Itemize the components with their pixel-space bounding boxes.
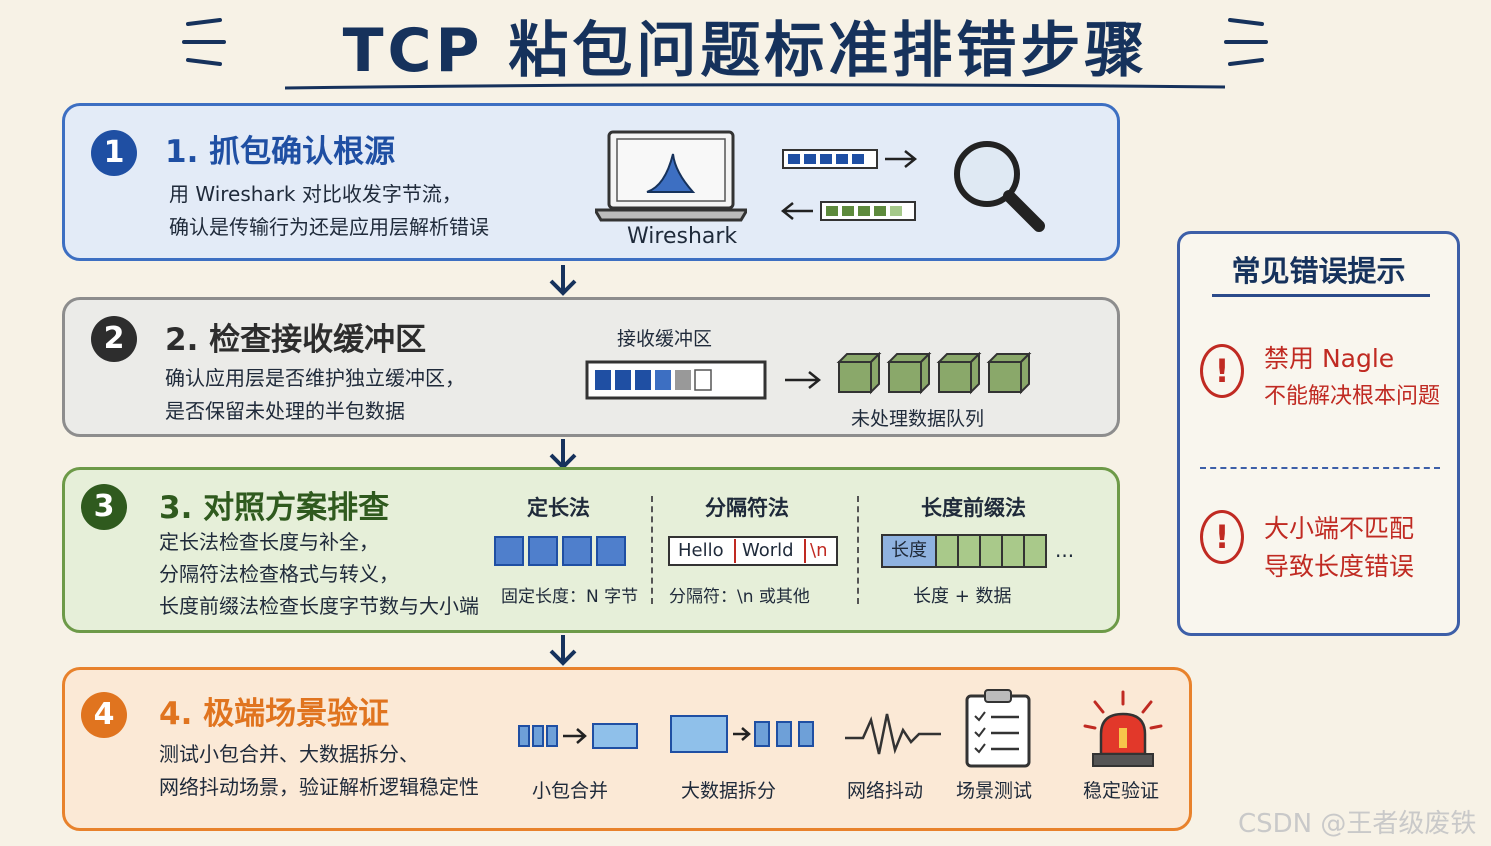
big-data-split-icon	[670, 715, 814, 753]
delimiter-hello: Hello	[678, 540, 724, 561]
delimiter-newline: \n	[810, 540, 828, 561]
fixed-length-caption: 固定长度：N 字节	[501, 587, 639, 607]
jitter-label: 网络抖动	[847, 780, 924, 802]
laptop-shark-icon	[595, 130, 747, 222]
tip-1-line-2: 不能解决根本问题	[1264, 384, 1441, 409]
split-label: 大数据拆分	[681, 780, 777, 802]
tip-2: 大小端不匹配 导致长度错误	[1264, 510, 1414, 586]
alarm-siren-icon	[1083, 690, 1163, 767]
receive-bytes-icon	[780, 201, 916, 221]
title-decoration-left	[182, 18, 226, 66]
tip-2-line-1: 大小端不匹配	[1264, 514, 1415, 543]
error-tips-underline	[1212, 294, 1430, 297]
delimiter-bar-1	[734, 539, 736, 563]
step-3-title: 3. 对照方案排查	[159, 490, 390, 526]
small-packet-merge-icon	[518, 723, 638, 749]
step-4-desc-line-2: 网络抖动场景，验证解析逻辑稳定性	[159, 775, 479, 799]
data-queue-icon	[836, 352, 1032, 395]
step-2-panel: 2 2. 检查接收缓冲区 确认应用层是否维护独立缓冲区， 是否保留未处理的半包数…	[62, 297, 1120, 437]
length-prefix-example: 长度	[881, 534, 1047, 568]
queue-label: 未处理数据队列	[851, 408, 985, 430]
send-bytes-icon	[782, 149, 918, 169]
step-4-desc-line-1: 测试小包合并、大数据拆分、	[159, 742, 419, 766]
delimiter-example: Hello World \n	[668, 536, 838, 566]
title-decoration-right	[1224, 18, 1268, 66]
step-3-panel: 3 3. 对照方案排查 定长法检查长度与补全， 分隔符法检查格式与转义， 长度前…	[62, 467, 1120, 633]
step-4-panel: 4 4. 极端场景验证 测试小包合并、大数据拆分、 网络抖动场景，验证解析逻辑稳…	[62, 667, 1192, 831]
error-tips-panel: 常见错误提示 ! 禁用 Nagle 不能解决根本问题 ! 大小端不匹配 导致长度…	[1177, 231, 1460, 636]
warning-icon: !	[1200, 344, 1244, 398]
step-2-desc: 确认应用层是否维护独立缓冲区， 是否保留未处理的半包数据	[165, 362, 465, 428]
step-1-title: 1. 抓包确认根源	[165, 134, 396, 170]
step-3-desc-line-3: 长度前缀法检查长度字节数与大小端	[159, 594, 479, 618]
title-underline	[285, 83, 1225, 90]
step-1-desc: 用 Wireshark 对比收发字节流， 确认是传输行为还是应用层解析错误	[169, 178, 489, 244]
delimiter-title: 分隔符法	[705, 496, 789, 520]
fixed-length-blocks-icon	[494, 536, 626, 566]
magnifier-icon	[954, 141, 1045, 232]
length-prefix-title: 长度前缀法	[921, 496, 1026, 520]
arrow-down-1	[549, 265, 577, 296]
step-2-desc-line-1: 确认应用层是否维护独立缓冲区，	[165, 366, 465, 390]
step-2-badge: 2	[91, 316, 137, 362]
buffer-label: 接收缓冲区	[617, 328, 713, 350]
sidebar-divider	[1200, 467, 1440, 469]
delimiter-world: World	[742, 540, 794, 561]
length-prefix-cell-2	[979, 536, 981, 566]
length-prefix-cell-3	[1001, 536, 1003, 566]
page-title: TCP 粘包问题标准排错步骤	[342, 16, 1149, 86]
length-prefix-len: 长度	[883, 536, 937, 566]
step-1-desc-line-1: 用 Wireshark 对比收发字节流，	[169, 182, 462, 206]
watermark: CSDN @王者级废铁	[1238, 809, 1477, 839]
network-jitter-icon	[845, 713, 941, 755]
receive-buffer-icon	[585, 360, 767, 400]
step-1-badge: 1	[91, 130, 137, 176]
tip-1-line-1: 禁用 Nagle	[1264, 344, 1395, 373]
tip-1: 禁用 Nagle 不能解决根本问题	[1264, 340, 1440, 416]
warning-icon: !	[1200, 510, 1244, 564]
length-prefix-cell-1	[957, 536, 959, 566]
delimiter-bar-2	[804, 539, 806, 563]
arrow-right-icon	[785, 371, 822, 389]
step-4-badge: 4	[81, 692, 127, 738]
length-prefix-caption: 长度 + 数据	[913, 586, 1012, 607]
scene-label: 场景测试	[956, 780, 1033, 802]
clipboard-checklist-icon	[965, 689, 1031, 768]
step-3-badge: 3	[81, 484, 127, 530]
step-3-desc-line-2: 分隔符法检查格式与转义，	[159, 562, 399, 586]
wireshark-label: Wireshark	[627, 224, 738, 249]
arrow-down-3	[549, 635, 577, 666]
step-2-title: 2. 检查接收缓冲区	[165, 322, 427, 358]
length-prefix-cell-4	[1023, 536, 1025, 566]
step-2-desc-line-2: 是否保留未处理的半包数据	[165, 399, 405, 423]
step-1-desc-line-2: 确认是传输行为还是应用层解析错误	[169, 215, 489, 239]
step-4-desc: 测试小包合并、大数据拆分、 网络抖动场景，验证解析逻辑稳定性	[159, 738, 479, 804]
step-3-desc-line-1: 定长法检查长度与补全，	[159, 530, 379, 554]
divider-1	[651, 496, 653, 604]
step-4-title: 4. 极端场景验证	[159, 696, 390, 732]
merge-label: 小包合并	[532, 780, 609, 802]
arrow-down-2	[549, 439, 577, 470]
divider-2	[857, 496, 859, 604]
step-1-panel: 1 1. 抓包确认根源 用 Wireshark 对比收发字节流， 确认是传输行为…	[62, 103, 1120, 261]
fixed-length-title: 定长法	[527, 496, 590, 520]
length-prefix-dots: ...	[1055, 538, 1075, 562]
error-tips-title: 常见错误提示	[1231, 254, 1406, 288]
tip-2-line-2: 导致长度错误	[1264, 552, 1415, 581]
delimiter-caption: 分隔符：\n 或其他	[669, 587, 810, 607]
step-3-desc: 定长法检查长度与补全， 分隔符法检查格式与转义， 长度前缀法检查长度字节数与大小…	[159, 526, 479, 622]
verify-label: 稳定验证	[1083, 780, 1160, 802]
